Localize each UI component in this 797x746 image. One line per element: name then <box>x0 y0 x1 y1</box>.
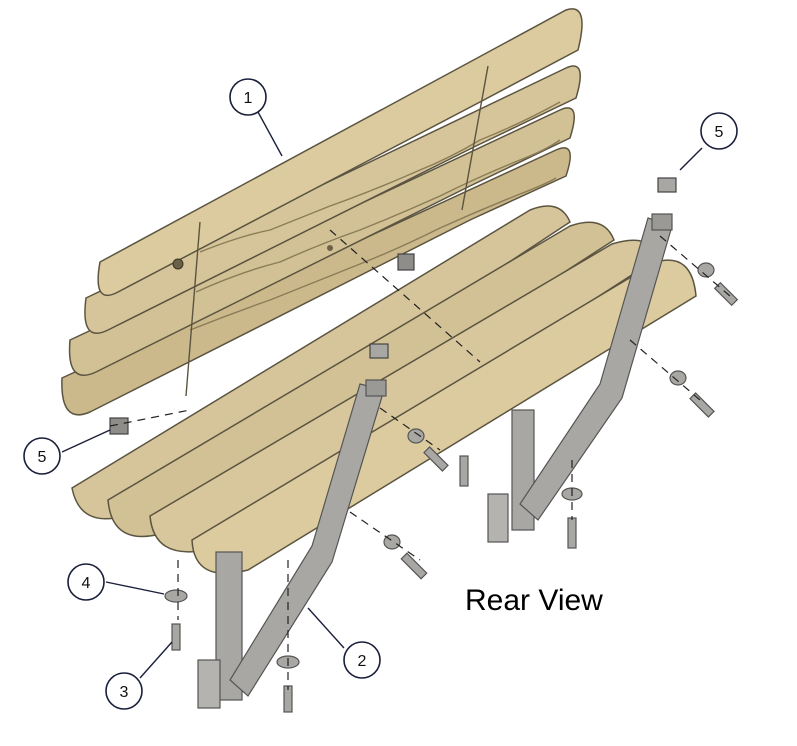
callout-number: 5 <box>38 449 47 466</box>
bolt <box>423 446 449 472</box>
frame-right <box>487 213 673 543</box>
callout-number: 5 <box>715 124 724 141</box>
end-cap <box>369 343 389 359</box>
backrest-bolt-hole <box>327 245 333 251</box>
callout-2: 2 <box>343 641 381 679</box>
bolt <box>689 392 715 418</box>
backrest-bolt-hole <box>172 258 184 270</box>
callout-5-left: 5 <box>23 437 61 475</box>
backrest-groove <box>199 101 561 253</box>
callout-number: 1 <box>244 90 253 107</box>
backrest-support-seam <box>185 221 201 397</box>
frame-post-top <box>651 213 673 231</box>
backrest-plank-upper <box>84 65 581 335</box>
backrest-support-seam <box>461 65 489 211</box>
leader-4 <box>105 581 165 595</box>
callout-4: 4 <box>67 563 105 601</box>
callout-3: 3 <box>105 672 143 710</box>
leader-1 <box>257 111 283 157</box>
backrest-groove <box>195 139 561 293</box>
bolt <box>567 517 577 549</box>
leader-5-left <box>61 429 111 453</box>
callout-number: 3 <box>120 684 129 701</box>
callout-number: 2 <box>358 653 367 670</box>
callout-1: 1 <box>229 78 267 116</box>
end-cap <box>397 253 415 271</box>
washer <box>697 262 715 278</box>
backrest-assembly <box>61 8 583 416</box>
backrest-plank-top <box>97 8 583 297</box>
leader-lines <box>61 111 703 679</box>
frame-foot-plate <box>197 659 221 709</box>
bolt <box>459 455 469 487</box>
seat-plank <box>191 259 697 575</box>
leader-2 <box>307 607 345 649</box>
leader-3 <box>139 641 173 679</box>
leader-5-right <box>679 147 703 171</box>
washer <box>407 428 425 444</box>
assembly-lines <box>109 229 731 690</box>
backrest-plank-lower <box>68 107 575 377</box>
frame-left <box>197 379 387 709</box>
seat-assembly <box>71 205 697 575</box>
washer <box>669 370 687 386</box>
callout-number: 4 <box>82 575 91 592</box>
backrest-groove <box>189 177 557 331</box>
frame-foot-plate <box>487 493 509 543</box>
bolt <box>171 623 181 651</box>
frame-post-top <box>365 379 387 397</box>
view-label: Rear View <box>465 584 603 617</box>
washer <box>164 589 188 603</box>
bolt <box>400 552 428 580</box>
callout-5-right: 5 <box>700 112 738 150</box>
end-cap <box>657 177 677 193</box>
